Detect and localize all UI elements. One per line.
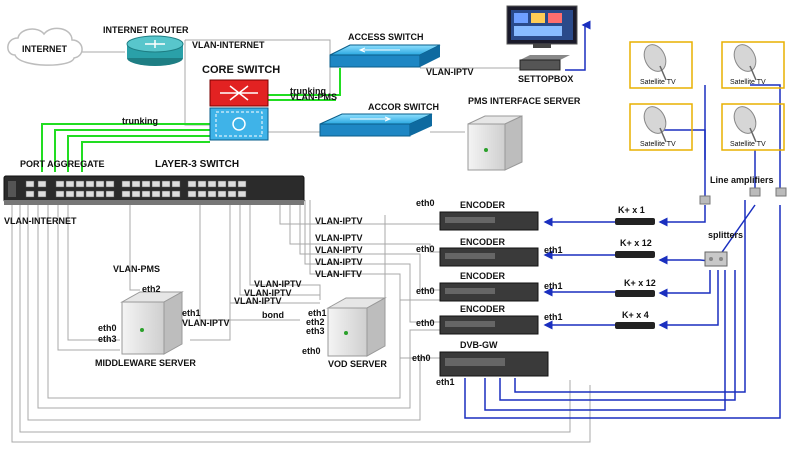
satellite-1-label: Satellite TV: [640, 79, 676, 86]
satellite-dish-1: Satellite TV: [629, 41, 693, 89]
link-vlan-pms-mw: VLAN-PMS: [113, 264, 160, 274]
kplus-receiver-12b[interactable]: K+ x 12: [615, 278, 656, 297]
satellite-dish-2: Satellite TV: [721, 41, 785, 89]
internet-cloud[interactable]: INTERNET: [7, 27, 83, 66]
enc1-port-eth0: eth0: [416, 198, 435, 208]
satellite-3-label: Satellite TV: [640, 141, 676, 148]
access-switch[interactable]: ACCESS SWITCH: [329, 32, 441, 68]
splitters-label: splitters: [708, 230, 743, 240]
line-amplifiers-label: Line amplifiers: [710, 175, 774, 185]
link-vlan-iptv-access: VLAN-IPTV: [426, 67, 474, 77]
core-switch[interactable]: CORE SWITCH: [202, 64, 280, 141]
gray-links: [11, 39, 591, 443]
pms-interface-server[interactable]: PMS INTERFACE SERVER: [467, 96, 581, 171]
encoder-2[interactable]: ENCODER: [439, 237, 539, 267]
link-vlan-iftv: VLAN-IFTV: [315, 269, 362, 279]
amplifier-1: [699, 195, 711, 205]
core-switch-label: CORE SWITCH: [202, 64, 280, 76]
port-aggregate-label: PORT AGGREGATE: [20, 159, 105, 169]
core-routing-icon: [220, 85, 258, 101]
middleware-label: MIDDLEWARE SERVER: [95, 358, 196, 368]
settop-label: SETTOPBOX: [518, 74, 573, 84]
satellite-2-label: Satellite TV: [730, 79, 766, 86]
satellite-dish-4: Satellite TV: [721, 103, 785, 151]
enc3-port-eth1: eth1: [544, 281, 563, 291]
kplus-12b-label: K+ x 12: [624, 278, 656, 288]
vod-port-eth3: eth3: [306, 326, 325, 336]
enc2-port-eth1: eth1: [544, 245, 563, 255]
layer3-switch[interactable]: PORT AGGREGATE LAYER-3 SWITCH: [3, 159, 305, 205]
encoder-3[interactable]: ENCODER: [439, 271, 539, 302]
dvbgw-label: DVB-GW: [460, 340, 498, 350]
link-vlan-iptv-4: VLAN-IPTV: [315, 257, 363, 267]
dvbgw-port-eth1: eth1: [436, 377, 455, 387]
router-arrows-icon: [145, 40, 165, 48]
vod-server[interactable]: VOD SERVER: [326, 297, 387, 369]
pms-server-label: PMS INTERFACE SERVER: [468, 96, 581, 106]
encoder-1-label: ENCODER: [460, 200, 506, 210]
encoder-4[interactable]: ENCODER: [439, 304, 539, 335]
accor-switch-label: ACCOR SWITCH: [368, 102, 439, 112]
link-vlan-iptv-7: VLAN-IPTV: [234, 296, 282, 306]
enc4-port-eth1: eth1: [544, 312, 563, 322]
kplus-1-label: K+ x 1: [618, 205, 645, 215]
enc3-port-eth0: eth0: [416, 286, 435, 296]
satellite-4-label: Satellite TV: [730, 141, 766, 148]
access-switch-label: ACCESS SWITCH: [348, 32, 424, 42]
satellite-dish-3: Satellite TV: [629, 103, 693, 151]
trunking-links: [41, 68, 341, 172]
router-label: INTERNET ROUTER: [103, 25, 189, 35]
enc4-port-eth0: eth0: [416, 318, 435, 328]
link-vlan-iptv-3: VLAN-IPTV: [315, 245, 363, 255]
access-arrows-icon: [358, 47, 400, 53]
layer3-switch-label: LAYER-3 SWITCH: [155, 159, 239, 170]
link-vlan-iptv-6: VLAN-IPTV: [244, 288, 292, 298]
mw-port-eth0: eth0: [98, 323, 117, 333]
vod-port-eth0: eth0: [302, 346, 321, 356]
link-vlan-pms-core: VLAN-PMS: [290, 92, 337, 102]
amplifier-2: [749, 187, 761, 197]
mw-port-eth3: eth3: [98, 334, 117, 344]
core-switching-icon: [232, 117, 246, 131]
middleware-server[interactable]: MIDDLEWARE SERVER: [95, 291, 196, 368]
link-vlan-internet-top: VLAN-INTERNET: [192, 40, 265, 50]
link-vlan-internet-l3: VLAN-INTERNET: [4, 216, 77, 226]
link-vlan-iptv-5: VLAN-IPTV: [254, 279, 302, 289]
vod-port-eth2: eth2: [306, 317, 325, 327]
mw-vlan-iptv: VLAN-IPTV: [182, 318, 230, 328]
splitter: [704, 251, 728, 267]
link-trunking-l3: trunking: [122, 116, 158, 126]
kplus-4-label: K+ x 4: [622, 310, 649, 320]
encoder-4-label: ENCODER: [460, 304, 506, 314]
vod-label: VOD SERVER: [328, 359, 387, 369]
kplus-receiver-4[interactable]: K+ x 4: [615, 310, 655, 329]
kplus-12a-label: K+ x 12: [620, 238, 652, 248]
mw-port-eth2: eth2: [142, 284, 161, 294]
vod-port-eth1: eth1: [308, 308, 327, 318]
settop-box[interactable]: SETTOPBOX: [506, 5, 578, 84]
cloud-label: INTERNET: [22, 44, 68, 54]
dvbgw-port-eth0: eth0: [412, 353, 431, 363]
amplifier-3: [775, 187, 787, 197]
link-trunking-core: trunking: [290, 86, 326, 96]
coax-links: [464, 20, 781, 419]
dvb-gateway[interactable]: DVB-GW: [439, 340, 549, 377]
accor-arrows-icon: [350, 116, 392, 122]
enc2-port-eth0: eth0: [416, 244, 435, 254]
internet-router[interactable]: INTERNET ROUTER: [103, 25, 189, 66]
encoder-1[interactable]: ENCODER: [439, 200, 539, 231]
encoder-3-label: ENCODER: [460, 271, 506, 281]
link-vlan-iptv-1: VLAN-IPTV: [315, 216, 363, 226]
mw-port-eth1: eth1: [182, 308, 201, 318]
kplus-receiver-1[interactable]: K+ x 1: [615, 205, 655, 225]
encoder-2-label: ENCODER: [460, 237, 506, 247]
vod-port-bond: bond: [262, 310, 284, 320]
link-vlan-iptv-2: VLAN-IPTV: [315, 233, 363, 243]
kplus-receiver-12a[interactable]: K+ x 12: [615, 238, 655, 258]
accor-switch[interactable]: ACCOR SWITCH: [319, 102, 439, 137]
switch-ports: [25, 180, 247, 198]
